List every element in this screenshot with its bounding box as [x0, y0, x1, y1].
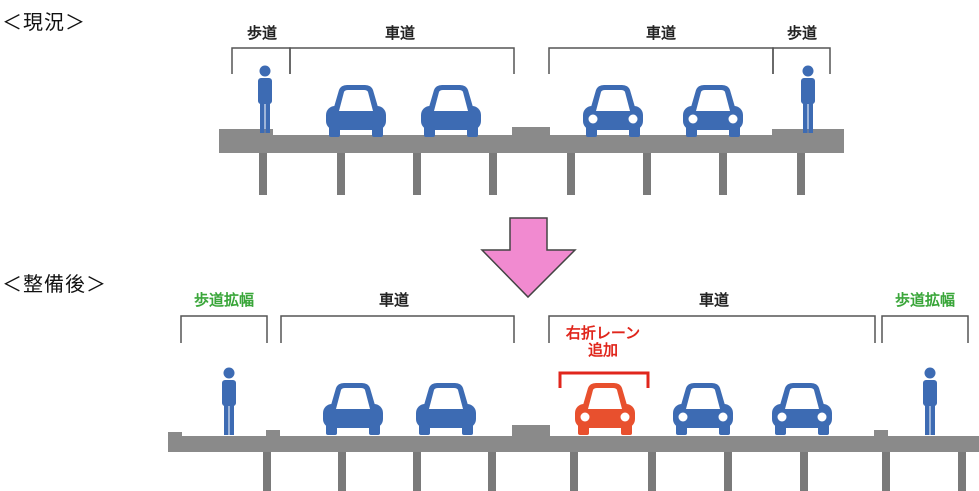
after-car-4 — [771, 382, 833, 436]
after-pedestrian-right — [923, 367, 937, 435]
current-car-1 — [326, 85, 386, 137]
after-pillars — [263, 452, 966, 491]
after-deck — [168, 425, 979, 452]
right-turn-bracket — [558, 371, 650, 388]
current-heading: ＜現況＞ — [2, 10, 86, 34]
after-brackets — [180, 315, 969, 343]
current-car-3 — [582, 84, 644, 138]
after-car-3 — [672, 382, 734, 436]
current-pillars — [259, 153, 805, 195]
current-brackets — [231, 47, 831, 74]
current-section — [219, 47, 844, 195]
after-pedestrian-left — [222, 367, 236, 435]
label-after-roadway-right: 車道 — [698, 291, 730, 309]
after-car-2 — [416, 383, 476, 435]
label-after-sidewalk-widen-right: 歩道拡幅 — [894, 291, 956, 309]
current-car-2 — [421, 85, 481, 137]
current-pedestrian-right — [801, 65, 815, 133]
label-current-roadway-right: 車道 — [645, 24, 677, 42]
label-current-roadway-left: 車道 — [384, 24, 416, 42]
after-car-1 — [323, 383, 383, 435]
current-pedestrian-left — [258, 65, 272, 133]
label-right-turn-lane-added: 右折レーン 追加 — [566, 325, 640, 359]
after-heading: ＜整備後＞ — [2, 272, 107, 296]
label-after-sidewalk-widen-left: 歩道拡幅 — [193, 291, 255, 309]
transition-arrow — [480, 217, 577, 299]
right-turn-line1: 右折レーン — [565, 324, 641, 342]
right-turn-line2: 追加 — [587, 341, 619, 359]
current-car-4 — [682, 84, 744, 138]
current-deck — [219, 127, 844, 153]
after-car-right-turn — [574, 382, 636, 436]
label-after-roadway-left: 車道 — [378, 291, 410, 309]
after-section — [168, 315, 979, 491]
label-current-sidewalk-left: 歩道 — [246, 24, 278, 42]
label-current-sidewalk-right: 歩道 — [786, 24, 818, 42]
